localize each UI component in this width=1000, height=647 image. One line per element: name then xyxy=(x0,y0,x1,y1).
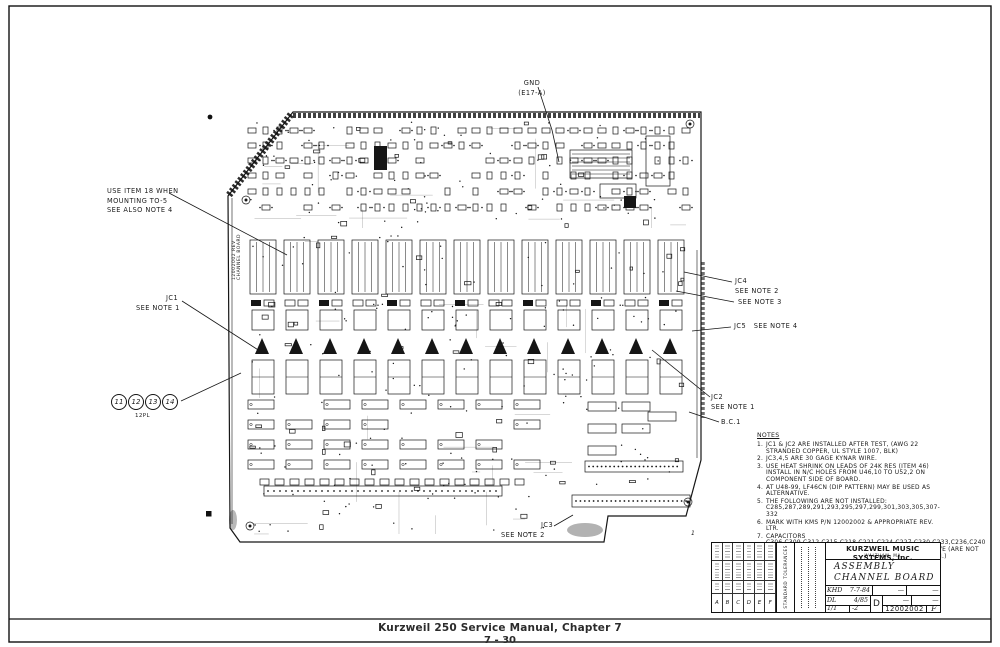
use-item-line2: MOUNTING TO-5 xyxy=(107,196,168,205)
rev-letter: E xyxy=(755,594,766,612)
page-frame xyxy=(8,5,992,643)
blank-cell: — xyxy=(882,595,911,605)
fineprint-column xyxy=(794,543,826,612)
annotation-see-note-3: SEE NOTE 3 xyxy=(738,298,782,308)
note-item-2: 2.JC3,4,5 ARE 30 GAGE KYNAR WIRE. xyxy=(757,456,878,463)
blank-cell: — xyxy=(906,585,941,595)
revision-table: A B C D E F xyxy=(712,543,777,612)
title-block: A B C D E F STANDARD TOLERANCES KURZWEIL… xyxy=(711,542,941,613)
blank-cell: — xyxy=(911,595,941,605)
bc1-label: B.C.1 xyxy=(721,418,741,426)
note-item-1: 1.JC1 & JC2 ARE INSTALLED AFTER TEST, (A… xyxy=(757,441,919,455)
use-item-line1: USE ITEM 18 WHEN xyxy=(107,187,179,195)
jc2-note: SEE NOTE 1 xyxy=(711,402,755,411)
annotation-bc1: B.C.1 xyxy=(721,418,741,428)
gnd-ref: (E17-A) xyxy=(518,88,546,97)
balloon-12: 12 xyxy=(128,394,144,410)
jc1-label: JC1 xyxy=(166,294,179,302)
caption-page-number: 7 - 30 xyxy=(484,635,516,646)
annotation-jc5: JC5 SEE NOTE 4 xyxy=(734,322,797,332)
balloon-14: 14 xyxy=(162,394,178,410)
page-caption: Kurzweil 250 Service Manual, Chapter 7 7… xyxy=(0,622,1000,646)
balloon-11: 11 xyxy=(111,394,127,410)
drawing-number-cell: 12002002 xyxy=(882,605,926,613)
see-note-3: SEE NOTE 3 xyxy=(738,298,782,306)
fiducial-marks xyxy=(206,114,213,517)
board-silkscreen-text: 12002002 REV CHANNEL BOARD xyxy=(232,150,242,280)
size-cell: D xyxy=(870,595,882,612)
note-item-6: 6.MARK WITH KMS P/N 12002002 & APPROPRIA… xyxy=(757,519,934,533)
caption-title: Kurzweil 250 Service Manual, Chapter 7 xyxy=(378,622,622,634)
gnd-label: GND xyxy=(523,79,541,87)
jc3-note: SEE NOTE 2 xyxy=(501,530,545,539)
board-outline xyxy=(226,110,705,543)
jc5-note: SEE NOTE 4 xyxy=(753,322,798,330)
annotation-gnd: GND (E17-A) xyxy=(514,79,550,98)
note-item-4: 4.AT U48-99, LF46CN (DIP PATTERN) MAY BE… xyxy=(757,484,931,498)
jc1-note: SEE NOTE 1 xyxy=(136,303,180,312)
tolerances-column: STANDARD TOLERANCES xyxy=(776,543,795,612)
drawing-title: ASSEMBLY CHANNEL BOARD xyxy=(825,559,941,585)
use-item-line3: SEE ALSO NOTE 4 xyxy=(107,206,173,215)
leader-lines xyxy=(168,86,735,527)
title-block-main: KURZWEIL MUSIC SYSTEMS, Inc. WALTHAM, MA… xyxy=(825,543,941,613)
rev-letter: D xyxy=(744,594,755,612)
annotation-jc1: JC1 SEE NOTE 1 xyxy=(136,294,180,313)
annotation-jc4: JC4 SEE NOTE 2 xyxy=(735,277,779,296)
silk-board-name: CHANNEL BOARD xyxy=(237,233,242,280)
notes-title: NOTES xyxy=(757,432,780,439)
rev-letter: F xyxy=(765,594,776,612)
jc5-label: JC5 xyxy=(734,322,747,330)
annotation-jc2: JC2 SEE NOTE 1 xyxy=(711,393,755,412)
note-item-3: 3.USE HEAT SHRINK ON LEADS OF 24K RES (I… xyxy=(757,463,929,483)
rev-letter: C xyxy=(733,594,744,612)
jc4-label: JC4 xyxy=(735,277,748,285)
company-location: WALTHAM, MA xyxy=(864,553,901,558)
blank-cell: — xyxy=(872,585,906,595)
balloon-13: 13 xyxy=(145,394,161,410)
balloon-quantity: 12PL xyxy=(135,413,150,419)
note-item-5: 5.THE FOLLOWING ARE NOT INSTALLED: C285,… xyxy=(757,498,941,519)
jc2-label: JC2 xyxy=(711,393,724,401)
company-name: KURZWEIL MUSIC SYSTEMS, Inc. xyxy=(846,544,920,562)
rev-letter: A xyxy=(712,594,723,612)
jc3-label: JC3 xyxy=(541,521,554,529)
annotation-use-item: USE ITEM 18 WHEN MOUNTING TO-5 SEE ALSO … xyxy=(107,187,178,216)
zone-mark: 1 xyxy=(691,530,695,537)
scale-cell: 1/1 xyxy=(825,605,849,612)
component-field xyxy=(241,119,695,535)
annotation-jc3: JC3 SEE NOTE 2 xyxy=(501,521,553,540)
jc4-note: SEE NOTE 2 xyxy=(735,286,779,295)
sheet-cell: -2 xyxy=(849,605,870,612)
rev-letter: B xyxy=(723,594,734,612)
rev-cell: F xyxy=(926,604,941,613)
